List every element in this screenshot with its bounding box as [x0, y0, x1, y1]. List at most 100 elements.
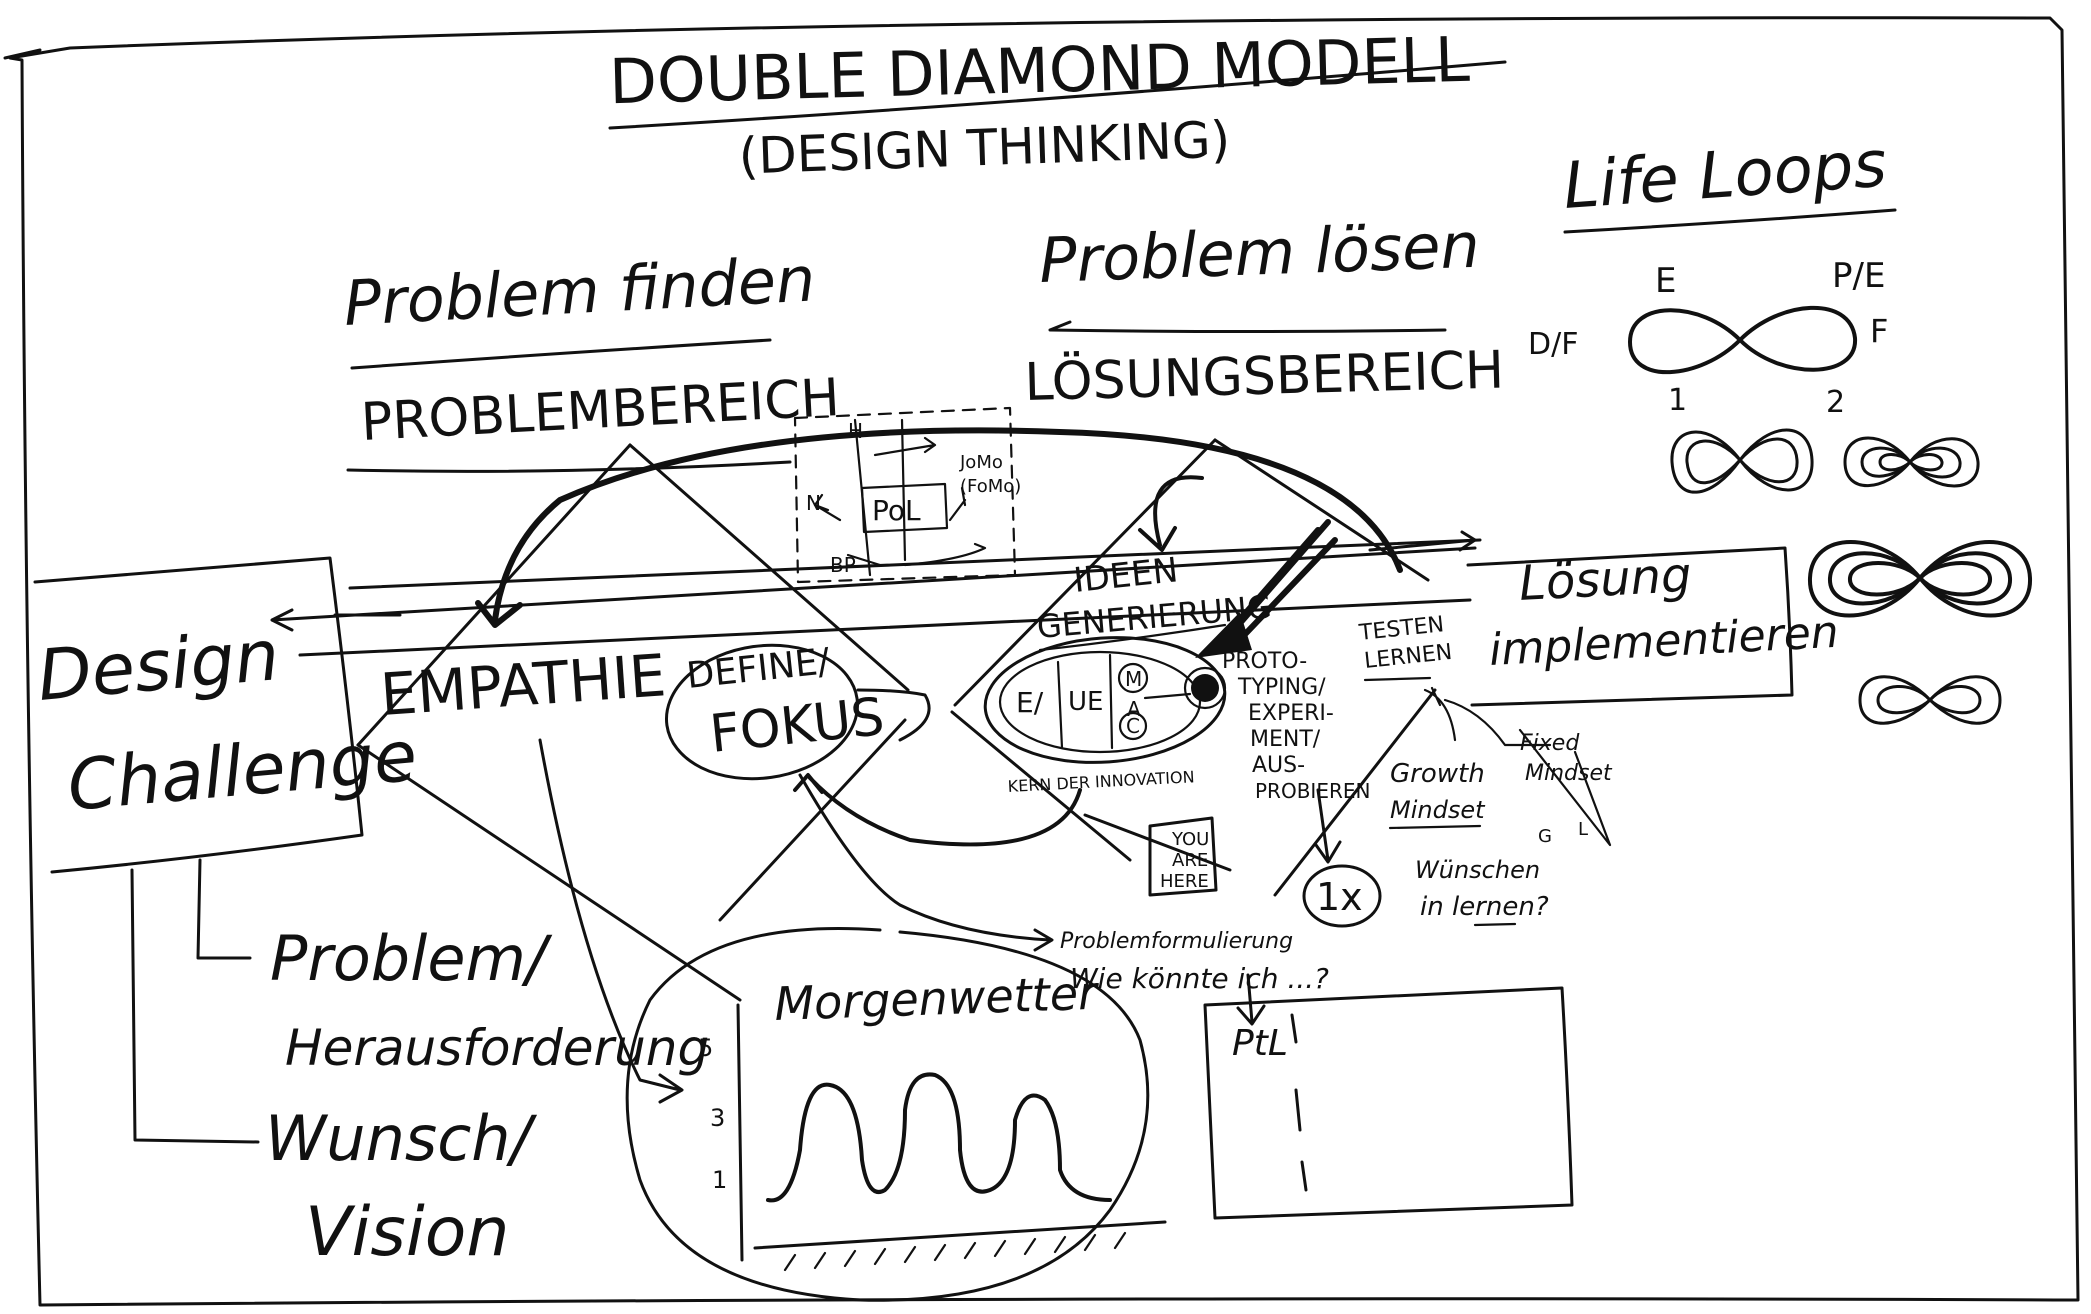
- design-challenge-line2: Challenge: [64, 715, 420, 827]
- diagram-subtitle: (DESIGN THINKING): [738, 110, 1231, 185]
- growth-wishes-line1: Wünschen: [1415, 856, 1540, 884]
- challenge-wish-line1: Wunsch/: [265, 1102, 538, 1175]
- prototyping-down-arrow: [1314, 788, 1342, 864]
- ptl-box: [1203, 986, 1574, 1220]
- ideation-connector: [1143, 692, 1192, 700]
- prototyping-line6: PROBIEREN: [1255, 779, 1370, 803]
- infinity-loop-small-2: [1843, 436, 1980, 488]
- fixed-mindset-line2: Mindset: [1525, 761, 1613, 786]
- challenge-connector: [130, 858, 260, 1144]
- infinity-loop-small-1: [1670, 428, 1814, 494]
- pol-bp-label: BP: [830, 553, 856, 577]
- pol-fomo-label: (FoMo): [960, 476, 1021, 497]
- target-point: [1191, 674, 1219, 702]
- pol-center-label: PoL: [872, 494, 921, 527]
- fixed-strike: [1518, 728, 1612, 847]
- morgenwetter-tick-5: 5: [698, 1034, 713, 1062]
- pol-jomo-label: JoMo: [959, 452, 1003, 473]
- design-challenge-box: [33, 556, 364, 874]
- solution-box: [1466, 546, 1794, 707]
- pol-h-label: H: [848, 419, 863, 443]
- problem-heading-underline: [350, 338, 772, 370]
- big-loop-arrowhead: [475, 600, 523, 628]
- prototyping-line2: TYPING/: [1237, 675, 1326, 700]
- morgenwetter-ground-hatch: [783, 1231, 1127, 1272]
- solution-area-label: LÖSUNGSBEREICH: [1024, 339, 1505, 413]
- morgenwetter-y-axis: [736, 1003, 744, 1262]
- title-underline: [608, 60, 1507, 130]
- loop-label-2: 2: [1826, 385, 1845, 420]
- define-up-arrow: [793, 773, 1082, 847]
- solution-heading-underline: [1048, 320, 1447, 333]
- ptl-down-arrow: [1236, 973, 1266, 1026]
- growth-wishes-line2: in lernen?: [1420, 892, 1549, 922]
- problem-solve-heading: Problem lösen: [1038, 209, 1481, 297]
- loop-label-df: D/F: [1528, 327, 1578, 362]
- loop-label-e: E: [1655, 261, 1676, 301]
- infinity-loop-large: [1807, 540, 2033, 618]
- fixed-g-label: G: [1538, 826, 1552, 847]
- life-loops-underline: [1563, 208, 1897, 234]
- ideation-ue-label: UE: [1068, 687, 1103, 717]
- board-frame: [3, 16, 2080, 1307]
- you-are-here-line2: ARE: [1172, 850, 1208, 871]
- morgenwetter-curve: [766, 1072, 1112, 1203]
- challenge-wish-line2: Vision: [305, 1193, 509, 1272]
- pol-dashed-box: [793, 406, 1017, 584]
- growth-underline: [1388, 824, 1482, 830]
- stage-define: DEFINE/: [685, 641, 833, 697]
- morgenwetter-oval: [625, 926, 1150, 1302]
- one-x-label: 1x: [1316, 875, 1363, 919]
- ptl-divider: [1290, 1013, 1308, 1192]
- define-oval-tail: [856, 688, 931, 742]
- you-are-here-box: [1148, 816, 1218, 897]
- morgenwetter-x-axis: [753, 1220, 1167, 1250]
- you-are-here-line1: YOU: [1171, 829, 1209, 850]
- return-arrow: [1138, 475, 1204, 552]
- pol-arrows: [813, 436, 987, 567]
- stage-loesung: Lösung: [1518, 547, 1693, 612]
- ideation-e-label: E/: [1016, 686, 1044, 719]
- double-diamond-lines: [356, 438, 1437, 1002]
- ideation-m-label: M: [1125, 667, 1142, 691]
- stage-empathie: EMPATHIE: [378, 641, 668, 729]
- challenge-problem-line1: Problem/: [270, 922, 553, 995]
- problem-formulation-line1: Problemformulierung: [1060, 929, 1293, 954]
- infinity-loop-bottom: [1858, 675, 2002, 725]
- problem-formulation-arrow: [798, 773, 1054, 952]
- infinity-loop-main: [1628, 305, 1858, 375]
- prototyping-line3: EXPERI-: [1248, 701, 1334, 726]
- problem-area-label: PROBLEMBEREICH: [360, 368, 842, 453]
- problem-find-heading: Problem finden: [342, 242, 817, 340]
- life-loops-title: Life Loops: [1561, 128, 1889, 224]
- band-arrow-left: [270, 546, 1477, 632]
- design-challenge-line1: Design: [34, 614, 282, 717]
- pol-n-label: N: [806, 491, 821, 515]
- define-focus-oval: [664, 643, 860, 781]
- ideation-m-circle: [1117, 662, 1149, 694]
- challenge-problem-line2: Herausforderung: [285, 1019, 709, 1077]
- problem-area-underline: [346, 460, 792, 473]
- problem-formulation-line2: Wie könnte ich ...?: [1070, 962, 1329, 995]
- ptl-label: PtL: [1232, 1023, 1288, 1064]
- ideation-c-label: C: [1126, 714, 1140, 738]
- ideation-dividers: [1056, 653, 1114, 750]
- focus-pointer-head: [1195, 612, 1252, 658]
- target-ring: [1183, 666, 1227, 710]
- growth-mindset-line2: Mindset: [1390, 796, 1486, 824]
- ideation-oval-inner: [998, 650, 1202, 754]
- fixed-l-label: L: [1578, 819, 1588, 840]
- prototyping-line5: AUS-: [1252, 753, 1305, 778]
- band-arrow-right: [1368, 530, 1477, 552]
- fixed-mindset-line1: Fixed: [1520, 731, 1580, 756]
- testen-branches: [1423, 686, 1552, 747]
- testen-underline: [1363, 676, 1432, 682]
- loop-label-1: 1: [1668, 383, 1687, 418]
- stage-implementieren: implementieren: [1488, 607, 1840, 676]
- stage-lernen: LERNEN: [1363, 640, 1453, 674]
- innovation-core-caption: KERN DER INNOVATION: [1007, 767, 1195, 796]
- morgenwetter-title: Morgenwetter: [773, 966, 1100, 1031]
- stage-focus: FOKUS: [707, 687, 887, 765]
- morgenwetter-tick-3: 3: [710, 1104, 725, 1132]
